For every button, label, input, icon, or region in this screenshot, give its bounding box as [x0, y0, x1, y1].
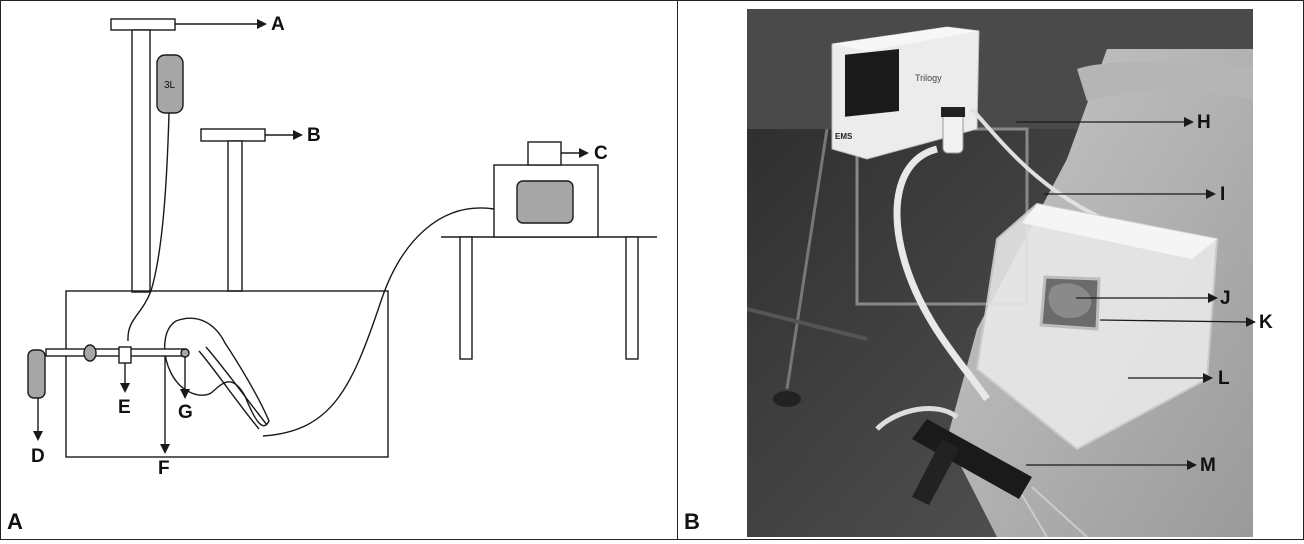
- table-leg-left: [459, 236, 473, 360]
- scope-eyepiece: [83, 344, 97, 362]
- setup-photograph: Trilogy EMS: [747, 9, 1253, 537]
- label-m: M: [1200, 455, 1216, 476]
- kidney-specimen: [1048, 283, 1092, 319]
- label-d: D: [31, 446, 45, 467]
- panel-a-letter: A: [7, 509, 23, 534]
- stand-b-top: [200, 128, 266, 142]
- port-e: [118, 346, 132, 364]
- label-l: L: [1218, 368, 1230, 389]
- label-g: G: [178, 402, 193, 423]
- device-screen: [516, 180, 574, 224]
- ureter-line-2: [205, 346, 268, 426]
- target-point-g: [180, 348, 190, 358]
- label-h: H: [1197, 112, 1211, 133]
- device-screen-photo: [845, 49, 899, 117]
- panel-a-schematic: 3L A B C D E F G A: [1, 1, 678, 539]
- schematic-drawing: 3L: [27, 18, 657, 458]
- irrigation-pole-top: [110, 18, 176, 31]
- kidney-model: [164, 317, 270, 427]
- scope-handle: [27, 349, 46, 399]
- label-j: J: [1220, 288, 1231, 309]
- label-i: I: [1220, 184, 1226, 205]
- panel-b-photo: Trilogy EMS: [678, 1, 1303, 539]
- device-brand: Trilogy: [915, 73, 942, 83]
- table-leg-right: [625, 236, 639, 360]
- label-c: C: [594, 143, 608, 164]
- device-cable-photo: [893, 145, 990, 401]
- label-b: B: [307, 125, 321, 146]
- ureter-line: [198, 350, 260, 430]
- label-k: K: [1259, 312, 1273, 333]
- label-f: F: [158, 458, 170, 479]
- irrigation-bag: [156, 54, 184, 114]
- photo-rendering: Trilogy EMS: [747, 9, 1253, 537]
- bag-volume-label: 3L: [164, 80, 176, 91]
- scope-shaft: [45, 348, 187, 357]
- irrigation-tubing: [127, 112, 170, 342]
- device-logo: EMS: [835, 132, 853, 141]
- device-top-box: [527, 141, 562, 166]
- device-cable: [262, 207, 495, 437]
- label-e: E: [118, 397, 131, 418]
- stand-b-pole: [227, 140, 243, 292]
- irrigation-pole: [131, 29, 151, 293]
- photo-callouts: [1016, 117, 1256, 470]
- simulation-box: [65, 290, 389, 458]
- label-a: A: [271, 14, 285, 35]
- panel-b-letter: B: [684, 509, 700, 534]
